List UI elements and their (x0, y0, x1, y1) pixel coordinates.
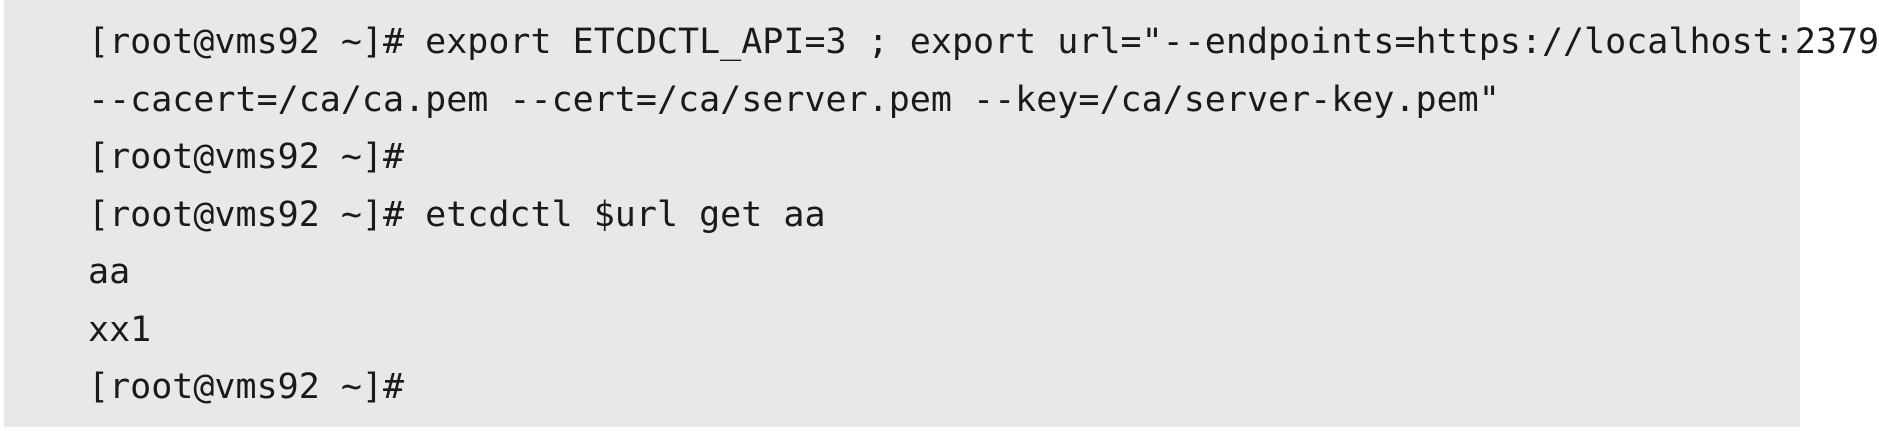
terminal-line-export-continuation: --cacert=/ca/ca.pem --cert=/ca/server.pe… (88, 79, 1500, 120)
terminal-output: [root@vms92 ~]# export ETCDCTL_API=3 ; e… (4, 0, 1879, 427)
terminal-lines: [root@vms92 ~]# export ETCDCTL_API=3 ; e… (88, 14, 1879, 417)
terminal-line-output-key: aa (88, 252, 131, 292)
terminal-line-final-prompt: [root@vms92 ~]# (88, 367, 405, 407)
terminal-line-etcdctl-command: [root@vms92 ~]# etcdctl $url get aa (88, 194, 826, 235)
terminal-line-export-command: [root@vms92 ~]# export ETCDCTL_API=3 ; e… (88, 22, 1879, 62)
terminal-line-output-value: xx1 (88, 309, 152, 350)
terminal-line-empty-prompt: [root@vms92 ~]# (88, 137, 405, 177)
